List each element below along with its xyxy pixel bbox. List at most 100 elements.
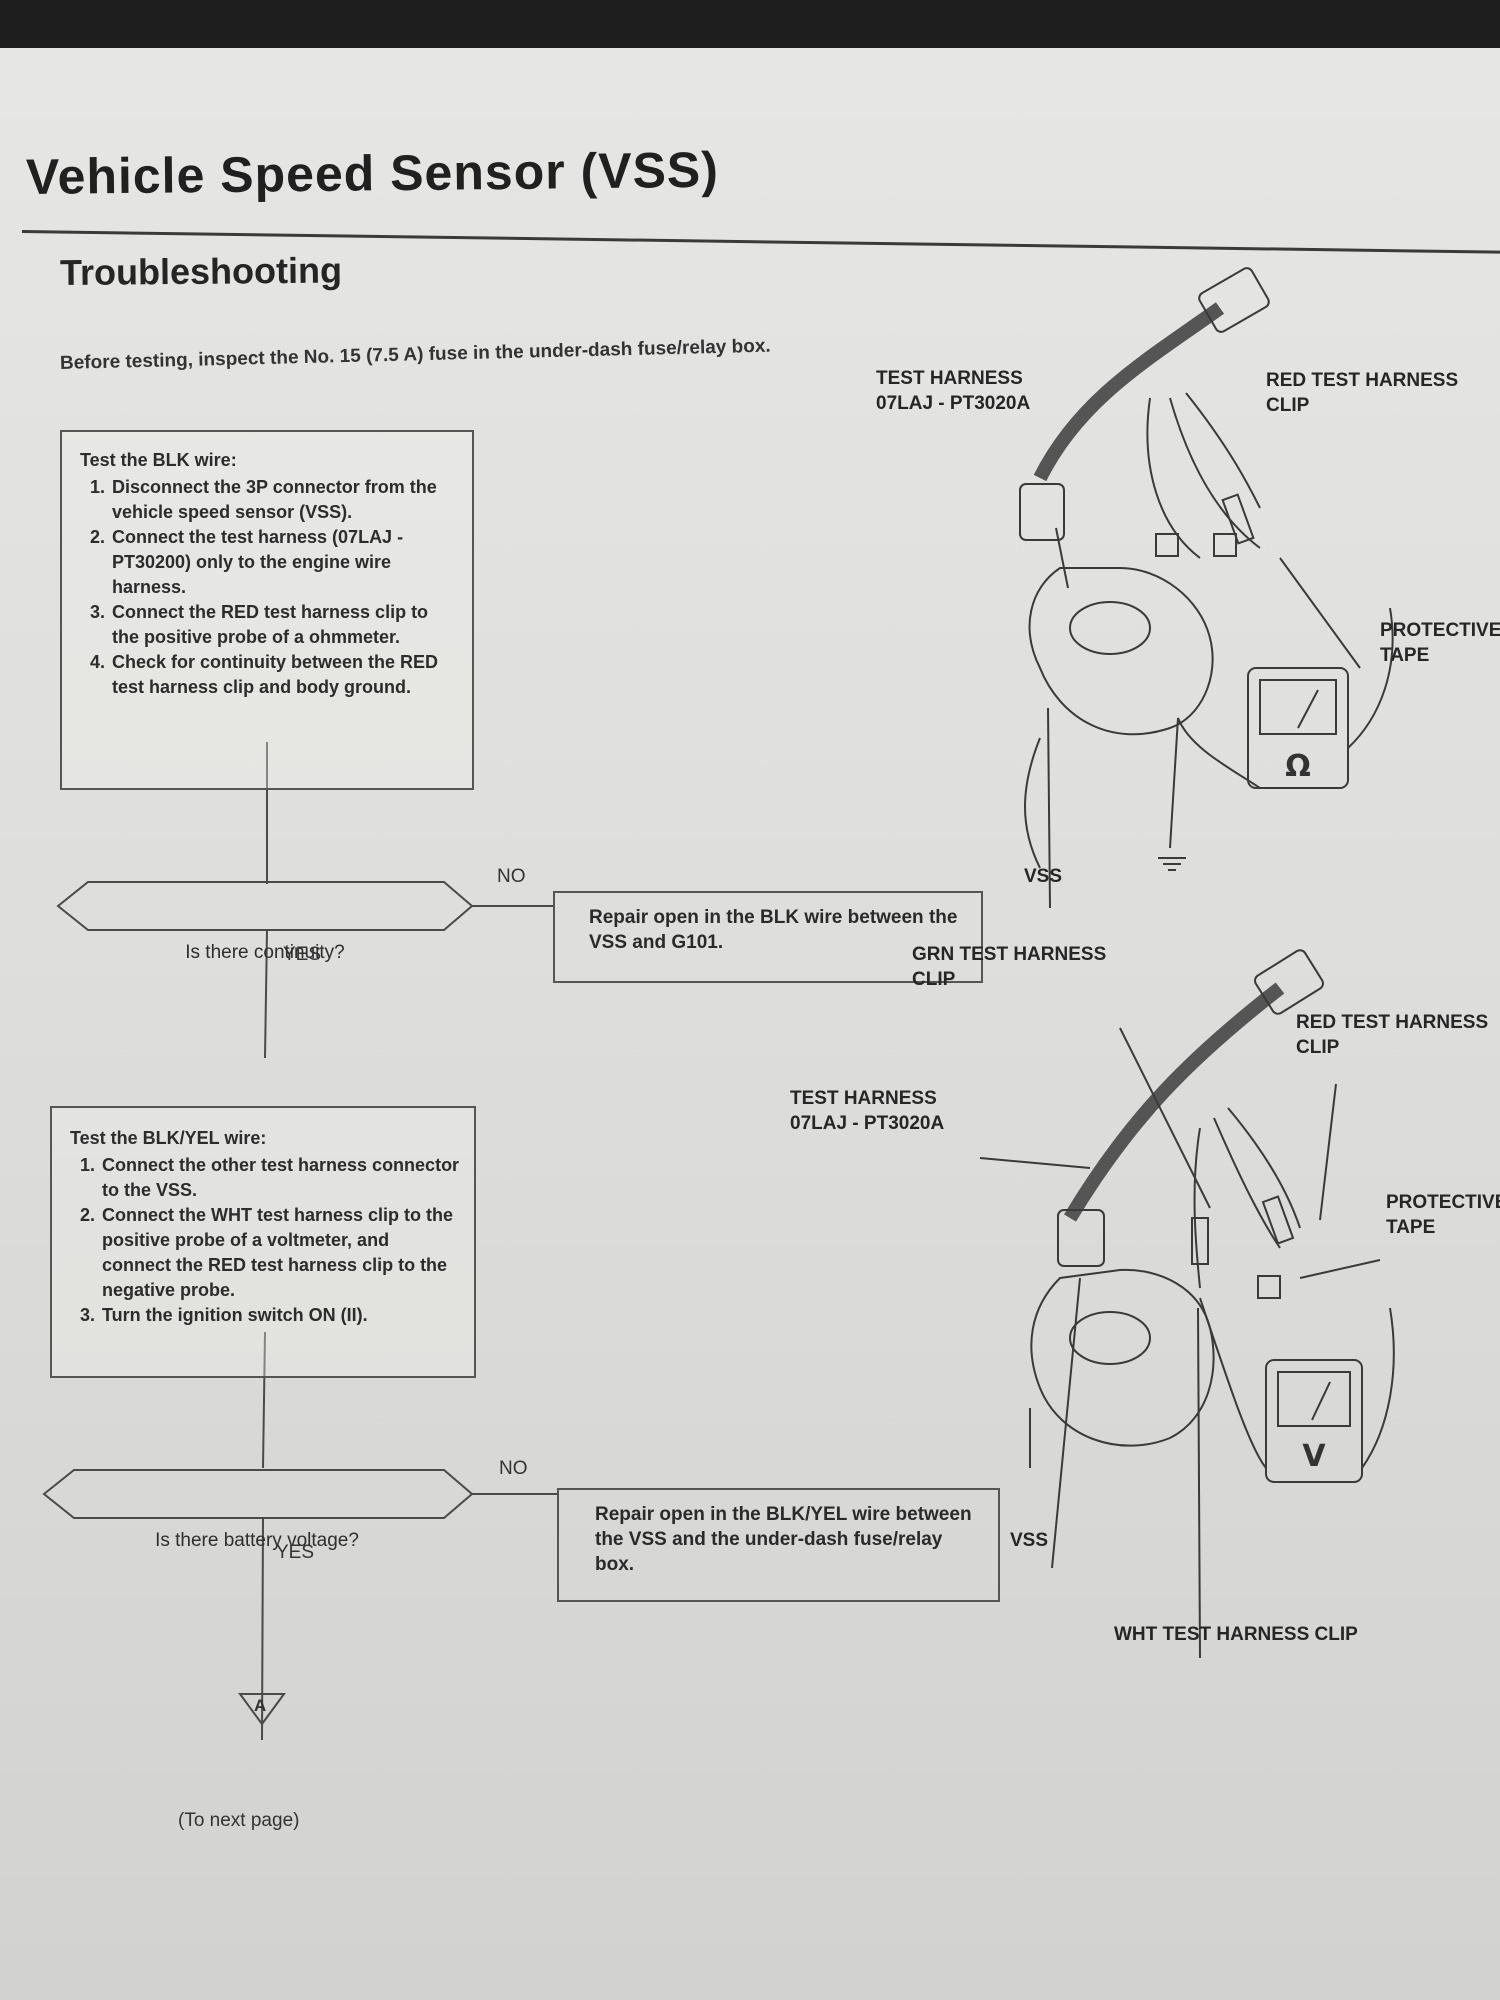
step-heading: Test the BLK/YEL wire: (70, 1128, 267, 1148)
protective-tape-label-2: PROTECTIVE TAPE (1386, 1190, 1500, 1240)
clip-box (1213, 533, 1237, 557)
callout-line: 07LAJ - PT3020A (790, 1113, 945, 1134)
wht-clip (1191, 1217, 1209, 1265)
tape-pointer (1279, 557, 1361, 669)
clip-wire (1213, 1117, 1281, 1249)
vss-body (1028, 567, 1214, 736)
next-page-note: (To next page) (178, 1810, 300, 1831)
clip-box (1257, 1275, 1281, 1299)
vss-body (1030, 1268, 1215, 1447)
volt-symbol: V (1302, 1439, 1326, 1474)
flow-line (264, 929, 268, 1059)
callout-line: RED TEST HARNESS (1266, 370, 1459, 391)
decision-battery-voltage: Is there battery voltage? (155, 1530, 359, 1551)
vss-housing (1069, 601, 1151, 655)
meter-display (1277, 1371, 1351, 1427)
yes-label: YES (283, 944, 322, 965)
callout-line: TAPE (1386, 1217, 1436, 1238)
ohmmeter-body (1247, 667, 1349, 789)
decision-shape-1 (56, 881, 474, 931)
vss-connector (1019, 483, 1065, 541)
tape-pointer (1299, 1259, 1381, 1279)
step-item: Connect the other test harness connector… (100, 1153, 460, 1203)
step-list: Disconnect the 3P connector from the veh… (80, 475, 456, 700)
clip-box (1155, 533, 1179, 557)
wht-clip-label: WHT TEST HARNESS CLIP (1114, 1624, 1358, 1645)
callout-line: CLIP (1266, 395, 1310, 416)
callout-line: GRN TEST HARNESS (912, 944, 1107, 965)
harness-cable (1063, 982, 1285, 1222)
test-harness-label-1: TEST HARNESS 07LAJ - PT3020A (876, 366, 1030, 416)
decision-shape-2 (42, 1469, 474, 1519)
harness-connector (1254, 949, 1324, 1015)
vss-label-2: VSS (1010, 1530, 1049, 1551)
callout-line: TEST HARNESS (790, 1088, 937, 1109)
meter-needle (1297, 689, 1319, 729)
clip-wire (1193, 1127, 1201, 1289)
vss-connector (1057, 1209, 1105, 1267)
meter-lead (1347, 607, 1394, 749)
callout-line: 07LAJ - PT3020A (876, 393, 1031, 414)
connector-a-triangle (238, 1693, 286, 1726)
callout-line: CLIP (1296, 1037, 1340, 1058)
protective-tape-label-1: PROTECTIVE TAPE (1380, 618, 1500, 668)
voltmeter-body (1265, 1359, 1363, 1483)
step-test-blk-yel-wire: Test the BLK/YEL wire: Connect the other… (50, 1106, 476, 1378)
red-clip (1261, 1195, 1295, 1245)
red-clip-label-2: RED TEST HARNESS CLIP (1296, 1010, 1488, 1060)
flowchart-lines (42, 742, 557, 1741)
clip-wire (1227, 1107, 1301, 1229)
step-list: Connect the other test harness connector… (70, 1153, 460, 1328)
step-item: Connect the test harness (07LAJ - PT3020… (110, 525, 456, 600)
red-clip-label-1: RED TEST HARNESS CLIP (1266, 368, 1458, 418)
step-test-blk-wire: Test the BLK wire: Disconnect the 3P con… (60, 430, 474, 790)
vss-pointer (1047, 707, 1051, 909)
callout-line: PROTECTIVE (1380, 620, 1500, 641)
clip-wire (1185, 392, 1261, 509)
probe-lead (1169, 717, 1261, 849)
flow-line (261, 1517, 264, 1741)
step-item: Connect the RED test harness clip to the… (110, 600, 456, 650)
yes-label: YES (276, 1542, 315, 1563)
meter-needle (1311, 1381, 1331, 1421)
manual-page: Vehicle Speed Sensor (VSS) Troubleshooti… (0, 48, 1500, 2000)
callout-line: TAPE (1380, 645, 1430, 666)
repair-blk-wire-box: Repair open in the BLK wire between the … (553, 891, 983, 983)
wht-pointer (1197, 1307, 1201, 1659)
meter-lead (1361, 1307, 1395, 1469)
vss-label-1: VSS (1024, 866, 1063, 887)
meter-display (1259, 679, 1337, 735)
step-item: Turn the ignition switch ON (II). (100, 1303, 460, 1328)
ohm-symbol: Ω (1285, 749, 1311, 784)
red-pointer (1319, 1083, 1337, 1221)
pointer-line (1055, 527, 1069, 589)
harness-cable (1033, 302, 1225, 482)
no-label: NO (497, 866, 526, 887)
callout-line: TEST HARNESS (876, 368, 1023, 389)
connector-a-label: A (254, 1696, 267, 1715)
step-heading: Test the BLK wire: (80, 450, 237, 470)
decision-continuity: Is there continuity? (185, 942, 345, 963)
test-harness-label-2: TEST HARNESS 07LAJ - PT3020A (790, 1086, 944, 1136)
repair-blk-yel-wire-box: Repair open in the BLK/YEL wire between … (557, 1488, 1000, 1602)
diagram-2-illustration: V (979, 949, 1395, 1659)
vss-housing (1069, 1311, 1151, 1365)
no-label: NO (499, 1458, 528, 1479)
vss-pointer (1051, 1277, 1081, 1569)
diagram-1-illustration: Ω (1019, 267, 1394, 909)
red-clip (1221, 493, 1255, 545)
harness-pointer (979, 1157, 1091, 1169)
grn-clip-label: GRN TEST HARNESS CLIP (912, 942, 1106, 992)
callout-line: CLIP (912, 969, 956, 990)
clip-wire (1169, 397, 1261, 549)
callout-line: RED TEST HARNESS (1296, 1012, 1489, 1033)
flow-line (262, 1331, 266, 1469)
grn-pointer (1119, 1027, 1211, 1209)
harness-connector (1198, 267, 1270, 333)
step-item: Connect the WHT test harness clip to the… (100, 1203, 460, 1303)
mount-line (1024, 737, 1041, 869)
meter-lead (1199, 1297, 1267, 1469)
step-item: Disconnect the 3P connector from the veh… (110, 475, 456, 525)
step-item: Check for continuity between the RED tes… (110, 650, 456, 700)
callout-line: PROTECTIVE (1386, 1192, 1500, 1213)
